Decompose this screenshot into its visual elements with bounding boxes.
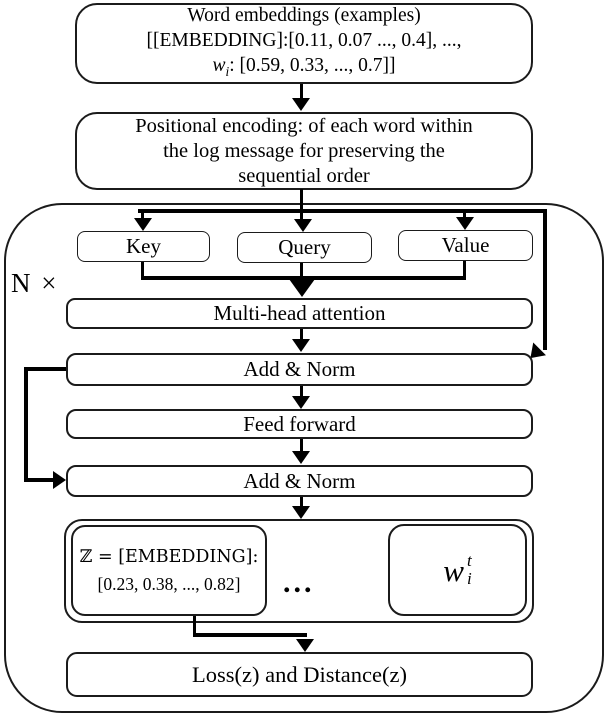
- arrow-embeddings-to-positional-head: [292, 98, 310, 111]
- feed-forward-box: Feed forward: [66, 409, 533, 439]
- add-norm-1-box: Add & Norm: [66, 353, 533, 386]
- residual-line-left: [24, 367, 28, 482]
- line-positional-to-bar: [300, 189, 303, 212]
- wt-subscript: i: [466, 569, 472, 588]
- query-box: Query: [237, 232, 372, 263]
- feed-forward-label: Feed forward: [243, 411, 356, 436]
- loss-distance-label: Loss(z) and Distance(z): [192, 661, 407, 687]
- arrow-to-key-head: [134, 218, 152, 231]
- wt-math-expression: w t i: [443, 552, 471, 588]
- repeat-count-label: N ×: [11, 268, 59, 298]
- kqv-collect-bar: [141, 276, 466, 280]
- arrow-embeddings-to-positional-line: [300, 84, 303, 100]
- z-embedding-box: ℤ = [EMBEDDING]: [0.23, 0.38, ..., 0.82]: [71, 525, 267, 616]
- encoder-block-container: [4, 203, 604, 713]
- positional-encoding-line3: sequential order: [238, 164, 370, 187]
- z-to-loss-arrow-head: [296, 639, 314, 652]
- wt-superscript: t: [466, 551, 472, 571]
- key-box: Key: [77, 231, 210, 262]
- positional-encoding-box: Positional encoding: of each word within…: [75, 112, 533, 190]
- output-wrapper-box: [64, 519, 534, 623]
- word-embeddings-line1: Word embeddings (examples): [187, 5, 421, 27]
- z-embedding-line1: ℤ = [EMBEDDING]:: [79, 547, 259, 567]
- value-down-line: [463, 261, 466, 279]
- key-down-line: [141, 262, 144, 279]
- z-to-loss-vertical-line: [193, 616, 196, 636]
- residual-left-stub-top: [24, 367, 66, 371]
- z-to-loss-horizontal-line: [193, 633, 307, 637]
- z-embedding-line2: [0.23, 0.38, ..., 0.82]: [97, 574, 241, 594]
- kqv-distribution-bar: [138, 209, 547, 213]
- wt-token-box: w t i: [388, 524, 527, 616]
- loss-distance-box: Loss(z) and Distance(z): [66, 652, 533, 697]
- multi-head-attention-box: Multi-head attention: [66, 298, 533, 329]
- word-embeddings-line2: [[EMBEDDING]:[0.11, 0.07 ..., 0.4], ...,: [146, 30, 462, 52]
- residual-left-stub-bottom: [24, 478, 53, 482]
- residual-line-right: [543, 209, 547, 350]
- arrow-to-mha-head: [289, 279, 315, 297]
- add-norm-2-box: Add & Norm: [66, 465, 533, 497]
- value-box: Value: [398, 230, 533, 261]
- arrow-mha-to-addnorm1-line: [300, 329, 303, 341]
- query-label: Query: [278, 235, 331, 259]
- word-embeddings-line3: wi: [0.59, 0.33, ..., 0.7]]: [212, 55, 396, 79]
- word-embeddings-box: Word embeddings (examples) [[EMBEDDING]:…: [75, 3, 533, 84]
- arrow-to-value-head: [456, 217, 474, 230]
- arrow-to-query-line: [300, 212, 303, 220]
- add-norm-1-label: Add & Norm: [243, 357, 356, 381]
- value-label: Value: [441, 233, 490, 257]
- key-label: Key: [126, 234, 161, 258]
- positional-encoding-line1: Positional encoding: of each word within: [135, 114, 473, 137]
- output-ellipsis: ...: [283, 566, 315, 599]
- multi-head-attention-label: Multi-head attention: [213, 301, 386, 325]
- add-norm-2-label: Add & Norm: [243, 468, 356, 493]
- arrow-addnorm1-to-ff-head: [292, 396, 310, 409]
- arrow-to-key-line: [141, 212, 144, 220]
- arrow-ff-to-addnorm2-head: [292, 451, 310, 464]
- arrow-mha-to-addnorm1-head: [292, 339, 310, 352]
- arrow-to-query-head: [294, 219, 312, 232]
- positional-encoding-line2: the log message for preserving the: [163, 139, 445, 162]
- arrow-ff-to-addnorm2-line: [300, 439, 303, 452]
- w-sub-i-symbol: w: [212, 55, 226, 77]
- wt-base-symbol: w: [443, 552, 464, 588]
- arrow-to-value-line: [463, 212, 466, 219]
- residual-left-arrow-head: [53, 471, 66, 489]
- arrow-addnorm2-to-output-head: [292, 506, 310, 519]
- arrow-addnorm1-to-ff-line: [300, 386, 303, 397]
- query-down-line: [300, 263, 303, 278]
- arrow-addnorm2-to-output-line: [300, 497, 303, 507]
